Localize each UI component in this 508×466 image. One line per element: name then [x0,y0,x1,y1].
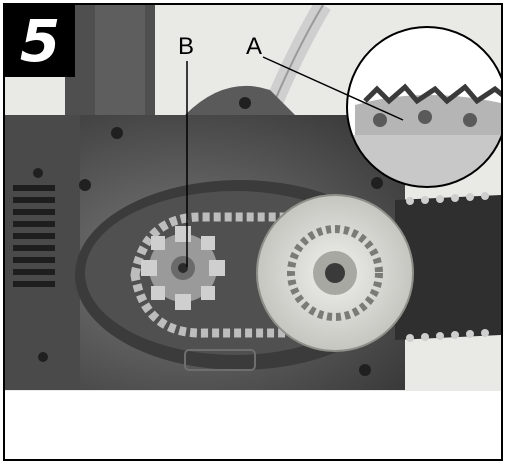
callout-label-a: A [246,33,263,60]
callout-label-b: B [178,33,195,60]
step-number-badge: 5 [5,5,75,77]
figure-frame: 5 A B [3,3,503,461]
chainsaw-photo [5,5,501,391]
